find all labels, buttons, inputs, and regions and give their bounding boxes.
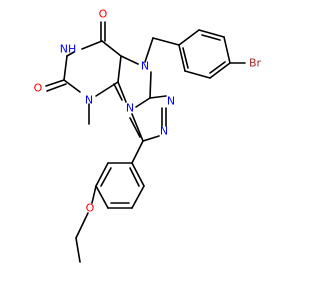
- bond: [120, 55, 139, 65]
- bond: [144, 37, 154, 63]
- bond: [129, 167, 140, 187]
- bond: [63, 55, 68, 81]
- bond: [75, 237, 81, 263]
- bond: [46, 83, 67, 92]
- bond: [152, 37, 180, 46]
- molecule-canvas: O NH O N N N N N Br O: [33, 7, 262, 263]
- bond: [198, 29, 225, 38]
- bond: [117, 55, 122, 83]
- bond: [142, 135, 160, 142]
- bond: [131, 162, 145, 187]
- nitrogen-atom-benzyl: N: [141, 60, 149, 73]
- nitrogen-atom-fused: N: [126, 102, 134, 115]
- bond: [135, 97, 151, 108]
- bond: [178, 29, 200, 46]
- bond: [129, 117, 141, 138]
- bond: [184, 70, 211, 79]
- bond: [95, 162, 109, 187]
- bond: [66, 51, 75, 57]
- bond: [91, 185, 97, 204]
- bonds: [45, 21, 246, 263]
- bond: [75, 212, 89, 239]
- bond: [131, 140, 144, 164]
- bond: [149, 95, 167, 99]
- oxygen-atom-left: O: [34, 82, 43, 95]
- bromine-atom: Br: [249, 57, 262, 70]
- bond: [182, 47, 189, 69]
- nitrogen-atom-triazole-1: N: [167, 95, 175, 108]
- bond: [63, 79, 81, 93]
- bond: [45, 79, 65, 87]
- nitrogen-atom-methyl: N: [85, 94, 93, 107]
- bond: [201, 34, 221, 41]
- oxygen-atom-ether: O: [86, 202, 95, 215]
- bond: [100, 167, 112, 187]
- structure-diagram: O NH O N N N N N Br O: [34, 8, 262, 263]
- oxygen-atom-top: O: [99, 8, 108, 21]
- bond: [223, 36, 231, 64]
- bond: [131, 113, 144, 142]
- atom-labels: O NH O N N N N N Br O: [34, 8, 262, 215]
- nh-atom: NH: [60, 43, 77, 56]
- bond: [81, 40, 103, 50]
- bond: [113, 83, 123, 101]
- bond: [101, 40, 122, 57]
- bond: [149, 71, 152, 99]
- bond: [131, 185, 145, 209]
- bond: [95, 185, 109, 209]
- nitrogen-atom-triazole-2: N: [160, 125, 168, 138]
- bond: [209, 61, 226, 74]
- bond: [117, 81, 127, 103]
- bond: [209, 62, 231, 79]
- bond: [178, 44, 186, 72]
